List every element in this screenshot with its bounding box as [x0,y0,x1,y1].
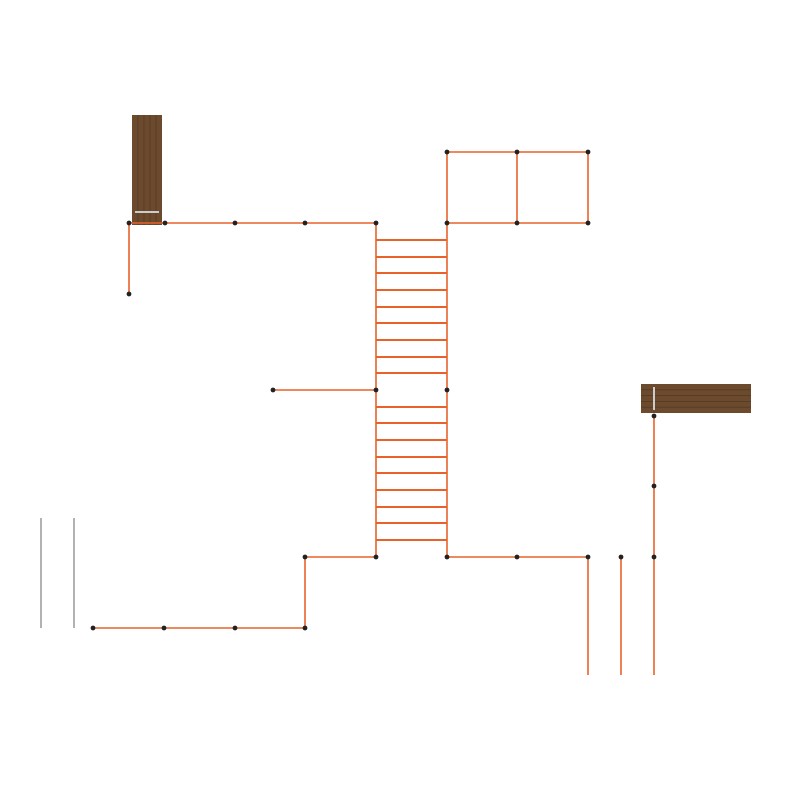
connector-node [444,554,450,560]
connector-node [444,149,450,155]
connector-node [585,149,591,155]
connector-node [302,554,308,560]
connector-node [373,554,379,560]
connector-node [270,387,276,393]
connector-node [162,220,168,226]
wooden-plank-right [641,384,751,413]
connector-node [373,220,379,226]
connector-node [126,220,132,226]
connector-node [514,220,520,226]
connector-node [651,413,657,419]
connector-node [444,220,450,226]
connector-node [302,625,308,631]
connector-node [232,625,238,631]
connector-node [161,625,167,631]
connector-node [618,554,624,560]
connector-node [444,387,450,393]
connector-node [514,554,520,560]
connector-node [373,387,379,393]
connector-node [90,625,96,631]
connector-node [651,554,657,560]
connector-node [514,149,520,155]
connector-node [126,291,132,297]
wooden-plank-top-left [132,115,162,225]
connector-node [232,220,238,226]
connector-node [585,554,591,560]
connector-node [585,220,591,226]
connector-node [302,220,308,226]
connector-node [651,483,657,489]
